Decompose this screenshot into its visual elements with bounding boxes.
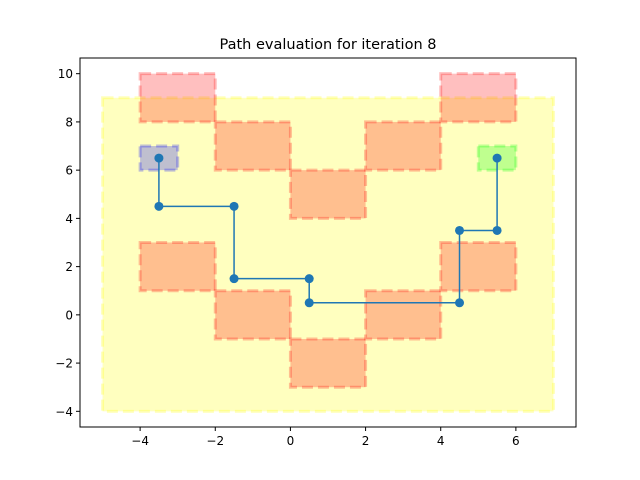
obstacle-region-8 [213, 120, 292, 172]
x-tick-label: −4 [131, 434, 149, 448]
obstacle-region-7 [439, 241, 518, 293]
workspace-region-0 [101, 96, 555, 413]
y-tick-label: 6 [65, 164, 73, 178]
path-point [455, 225, 465, 235]
y-tick-label: 4 [65, 212, 73, 226]
path-layer [154, 153, 502, 308]
x-tick-label: 6 [512, 434, 520, 448]
goal-zone-region-2 [439, 72, 518, 124]
y-tick-label: −4 [55, 405, 73, 419]
path-point [154, 153, 164, 163]
x-tick-label: 0 [287, 434, 295, 448]
path-line-0 [158, 158, 498, 304]
obstacle-region-9 [288, 168, 368, 220]
y-tick-label: 0 [65, 308, 73, 322]
x-tick-label: 4 [437, 434, 445, 448]
chart-title: Path evaluation for iteration 8 [220, 37, 437, 53]
x-tick-label: −2 [206, 434, 224, 448]
path-point [492, 225, 502, 235]
plot-frame [79, 57, 577, 428]
path-point [455, 298, 465, 308]
obstacle-region-3 [138, 241, 217, 293]
path-point [154, 201, 164, 211]
obstacle-region-10 [364, 120, 443, 172]
path-point [229, 274, 239, 284]
path-point [304, 274, 314, 284]
path-point [304, 298, 314, 308]
y-tick-label: 2 [65, 260, 73, 274]
y-axis: −4 −2 0 2 4 6 8 10 [55, 67, 80, 419]
x-tick-label: 2 [362, 434, 370, 448]
obstacle-region-4 [213, 289, 292, 341]
y-tick-label: 8 [65, 115, 73, 129]
goal-zone-region-1 [138, 72, 217, 124]
y-tick-label: 10 [58, 67, 73, 81]
path-point [492, 153, 502, 163]
y-tick-label: −2 [55, 357, 73, 371]
regions-layer [101, 72, 555, 413]
x-axis: −4 −2 0 2 4 6 [131, 427, 520, 448]
obstacle-region-5 [288, 337, 368, 389]
obstacle-region-6 [364, 289, 443, 341]
path-point [229, 201, 239, 211]
